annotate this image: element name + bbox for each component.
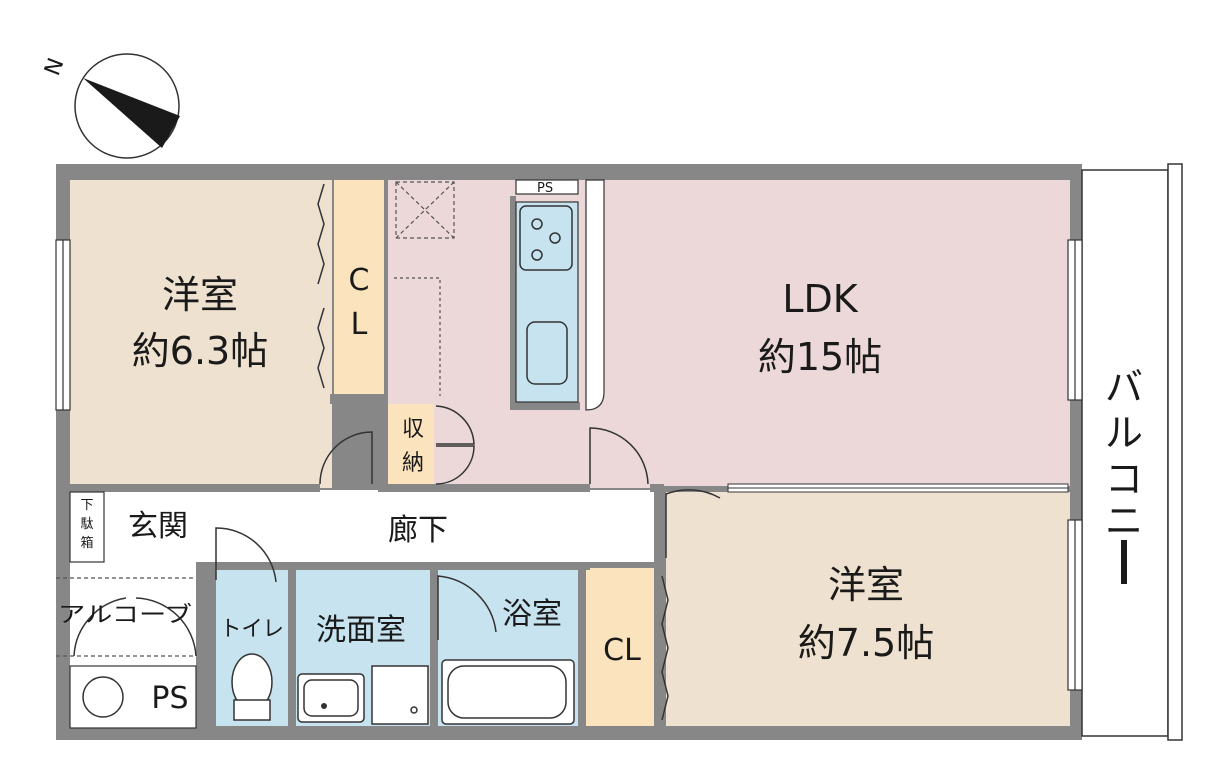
closet-1-label-l: L [351, 307, 368, 342]
shoe-box-label-1: 下 [80, 498, 93, 513]
storage-label-2: 納 [402, 451, 424, 476]
closet-2-floor [586, 568, 660, 726]
kitchen: PS [394, 179, 605, 411]
hallway-label: 廊下 [388, 513, 448, 548]
door-entrance-left [73, 597, 127, 657]
bathtub-icon [441, 659, 575, 725]
compass-needle [83, 78, 180, 148]
entrance-label: 玄関 [128, 509, 188, 544]
balcony-label-5-bar [1121, 540, 1127, 584]
balcony-label-1: バ [1105, 365, 1143, 409]
washroom-label: 洗面室 [316, 613, 406, 648]
storage-floor [388, 404, 434, 486]
shoe-box-label-3: 箱 [80, 535, 93, 551]
ldk-floor [386, 180, 1070, 488]
meter-icon [82, 676, 124, 718]
balcony-label-3: コ [1105, 457, 1143, 501]
door-ldk [589, 427, 649, 485]
kitchen-wall-panel [585, 179, 605, 411]
closet-2-label: CL [603, 633, 641, 668]
ldk-size: 約15帖 [758, 335, 882, 379]
closet-folding-doors [317, 183, 669, 721]
western-room-2-floor [666, 490, 1070, 726]
western-room-1-name: 洋室 [162, 273, 238, 317]
door-western-room-2 [665, 489, 721, 558]
western-room-1-size: 約6.3帖 [132, 329, 268, 373]
closet-1-floor [334, 180, 384, 394]
storage-door-upper [435, 405, 475, 445]
closet-1-label-c: C [349, 263, 370, 298]
western-room-2-name: 洋室 [828, 563, 904, 607]
ps-top-box [515, 179, 579, 195]
ps-bottom-box [69, 665, 197, 729]
kitchen-counter [515, 201, 579, 403]
balcony-label-2: ル [1105, 411, 1143, 455]
door-swings [73, 405, 721, 657]
door-bathroom [437, 575, 497, 640]
washing-machine-pan-icon [371, 665, 429, 725]
door-western-room-1 [319, 431, 373, 485]
shoe-box [69, 491, 105, 563]
toilet-icon [231, 653, 273, 721]
western-room-1-floor [70, 180, 332, 488]
western-room-2-size: 約7.5帖 [798, 621, 934, 665]
toilet-label: トイレ [220, 617, 284, 642]
balcony-label-4: ニ [1105, 499, 1143, 543]
balcony-railing [1167, 163, 1183, 741]
sink-icon [526, 321, 568, 385]
hallway-floor [70, 490, 662, 562]
windows [55, 239, 1083, 691]
ldk-name: LDK [782, 277, 858, 321]
door-entrance-right [135, 597, 197, 657]
storage-label-1: 収 [402, 417, 424, 442]
ps-top-label: PS [537, 181, 553, 196]
vent-hood [395, 181, 455, 239]
balcony-area [1081, 169, 1169, 737]
ps-bottom-label: PS [151, 681, 188, 716]
door-toilet [215, 527, 277, 583]
wash-basin-icon [297, 673, 365, 723]
shoe-box-label-2: 駄 [80, 517, 93, 532]
compass: N [40, 53, 180, 159]
balcony [1081, 163, 1183, 741]
stove-icon [519, 205, 573, 271]
alcove-label: アルコーブ [58, 603, 192, 628]
compass-north-label: N [40, 55, 69, 79]
storage-door-lower [435, 445, 475, 485]
bathroom-label: 浴室 [502, 597, 562, 632]
